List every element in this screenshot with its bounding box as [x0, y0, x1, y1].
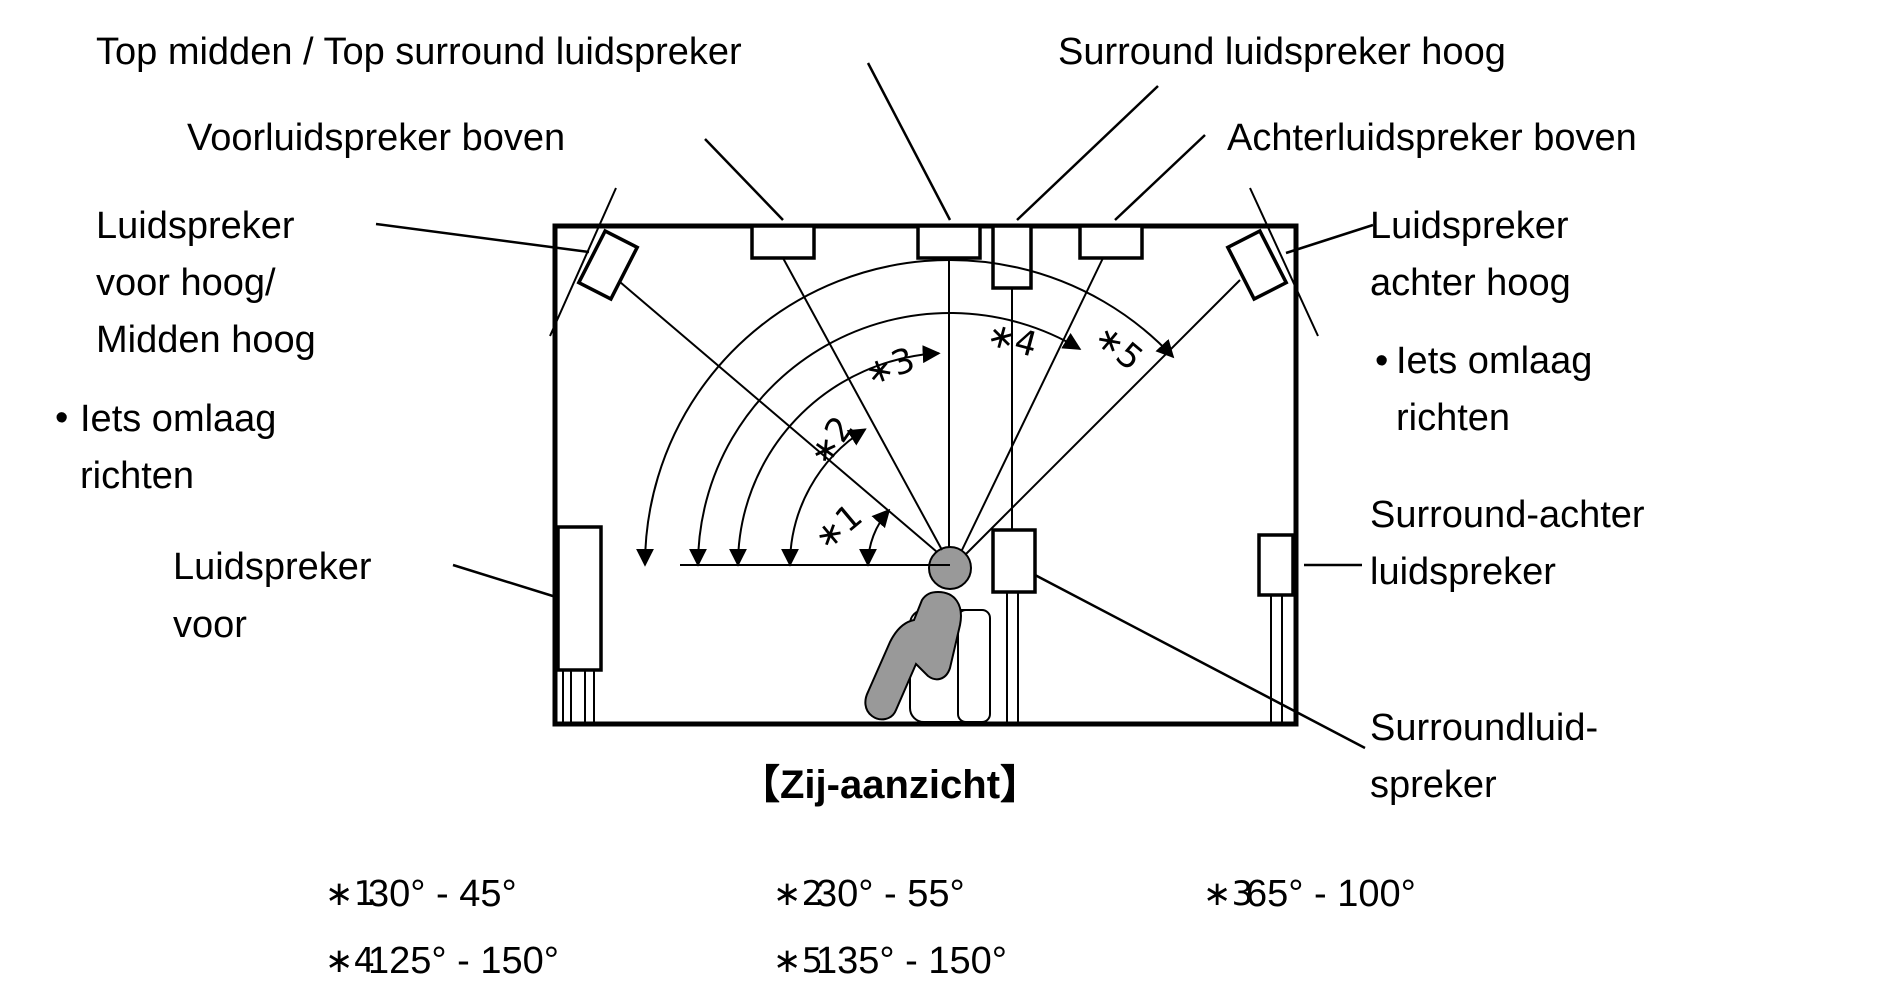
bullet: •	[55, 397, 68, 439]
svg-text:Surroundluid-: Surroundluid-	[1370, 707, 1598, 749]
svg-text:spreker: spreker	[1370, 764, 1497, 806]
svg-text:achter hoog: achter hoog	[1370, 262, 1571, 304]
svg-text:richten: richten	[1396, 397, 1510, 439]
label-front-top: Voorluidspreker boven	[187, 117, 565, 159]
label-front: Luidspreker voor	[173, 546, 372, 646]
angle-note-1: ∗1 30° - 45°	[325, 873, 517, 915]
surround-speaker	[991, 528, 1037, 594]
listener-head	[928, 546, 972, 590]
svg-text:Midden hoog: Midden hoog	[96, 319, 316, 361]
label-surround: Surroundluid- spreker	[1370, 707, 1598, 806]
svg-text:30° - 45°: 30° - 45°	[368, 873, 517, 915]
svg-text:∗1: ∗1	[325, 874, 375, 914]
svg-text:∗2: ∗2	[773, 874, 823, 914]
svg-text:∗5: ∗5	[773, 941, 823, 981]
angle-arcs	[636, 259, 1175, 567]
svg-text:135° - 150°: 135° - 150°	[816, 940, 1007, 982]
svg-text:∗4: ∗4	[325, 941, 375, 981]
angle-marker-1: ∗1	[806, 496, 870, 559]
bullet: •	[1375, 340, 1388, 382]
rear-height-speaker	[1225, 228, 1289, 302]
angle-note-5: ∗5 135° - 150°	[773, 940, 1007, 982]
angle-arc-1	[859, 508, 891, 567]
svg-text:∗3: ∗3	[1203, 874, 1253, 914]
label-top-middle: Top midden / Top surround luidspreker	[96, 31, 742, 73]
rear-height-aim-line	[1249, 187, 1319, 337]
svg-text:Iets omlaag: Iets omlaag	[1396, 340, 1592, 382]
svg-text:luidspreker: luidspreker	[1370, 551, 1556, 593]
label-leader-lines	[375, 62, 1374, 750]
rear-top-speaker	[1078, 224, 1144, 260]
angle-marker-2: ∗2	[801, 409, 863, 473]
svg-text:30° - 55°: 30° - 55°	[816, 873, 965, 915]
front-top-speaker	[750, 224, 816, 260]
svg-text:voor hoog/: voor hoog/	[96, 262, 276, 304]
note-rear-height-tilt: • Iets omlaag richten	[1375, 340, 1592, 439]
surround-back-speaker	[1257, 533, 1295, 597]
svg-text:Surround-achter: Surround-achter	[1370, 494, 1645, 536]
front-speaker	[556, 525, 603, 672]
angle-note-4: ∗4 125° - 150°	[325, 940, 559, 982]
front-height-aim-line	[549, 187, 617, 337]
front-height-speaker	[576, 228, 640, 302]
label-surround-height: Surround luidspreker hoog	[1058, 31, 1506, 73]
svg-text:Luidspreker: Luidspreker	[96, 205, 295, 247]
svg-text:richten: richten	[80, 455, 194, 497]
angle-marker-4: ∗4	[983, 314, 1042, 366]
svg-text:voor: voor	[173, 604, 247, 646]
diagram-title: 【Zij-aanzicht】	[740, 763, 1040, 807]
svg-text:65° - 100°: 65° - 100°	[1246, 873, 1416, 915]
note-front-height-tilt: • Iets omlaag richten	[55, 397, 276, 497]
label-surround-back: Surround-achter luidspreker	[1370, 494, 1645, 593]
label-rear-height: Luidspreker achter hoog	[1370, 205, 1571, 304]
svg-text:125° - 150°: 125° - 150°	[368, 940, 559, 982]
label-rear-top: Achterluidspreker boven	[1227, 117, 1637, 159]
svg-text:Luidspreker: Luidspreker	[173, 546, 372, 588]
svg-text:Iets omlaag: Iets omlaag	[80, 398, 276, 440]
angle-note-2: ∗2 30° - 55°	[773, 873, 965, 915]
svg-text:Luidspreker: Luidspreker	[1370, 205, 1569, 247]
angle-marker-3: ∗3	[859, 340, 920, 395]
angle-note-3: ∗3 65° - 100°	[1203, 873, 1416, 915]
surround-height-speaker	[991, 224, 1033, 290]
listener-figure	[864, 546, 991, 723]
angle-arc-5	[636, 259, 1175, 567]
angle-rays	[619, 257, 1241, 566]
label-front-height: Luidspreker voor hoog/ Midden hoog	[96, 205, 316, 361]
top-middle-speaker	[916, 224, 982, 260]
